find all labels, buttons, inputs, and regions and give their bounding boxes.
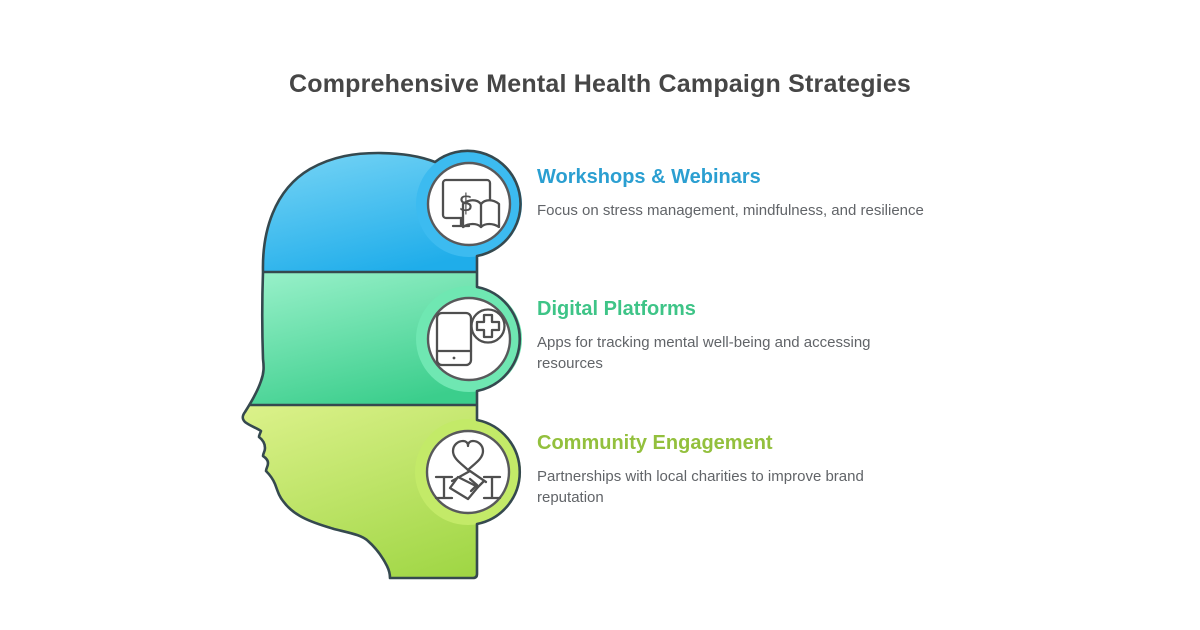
monitor-dollar-book-icon: $ bbox=[441, 178, 501, 229]
item-description-workshops: Focus on stress management, mindfulness,… bbox=[537, 202, 924, 219]
handshake-heart-icon bbox=[434, 439, 502, 501]
item-digital-platforms: Digital Platforms Apps for tracking ment… bbox=[537, 298, 932, 374]
page-title: Comprehensive Mental Health Campaign Str… bbox=[288, 70, 912, 98]
head-silhouette-graphic: $ bbox=[241, 149, 522, 580]
item-description-digital-platforms: Apps for tracking mental well-being and … bbox=[537, 334, 871, 372]
item-description-community-engagement: Partnerships with local charities to imp… bbox=[537, 468, 864, 506]
item-workshops: Workshops & Webinars Focus on stress man… bbox=[537, 166, 932, 222]
item-heading-digital-platforms: Digital Platforms bbox=[537, 298, 696, 320]
smartphone-medical-cross-icon bbox=[435, 308, 506, 367]
item-community-engagement: Community Engagement Partnerships with l… bbox=[537, 432, 932, 508]
item-heading-community-engagement: Community Engagement bbox=[537, 432, 773, 454]
dollar-glyph: $ bbox=[458, 189, 473, 217]
item-heading-workshops: Workshops & Webinars bbox=[537, 166, 761, 188]
